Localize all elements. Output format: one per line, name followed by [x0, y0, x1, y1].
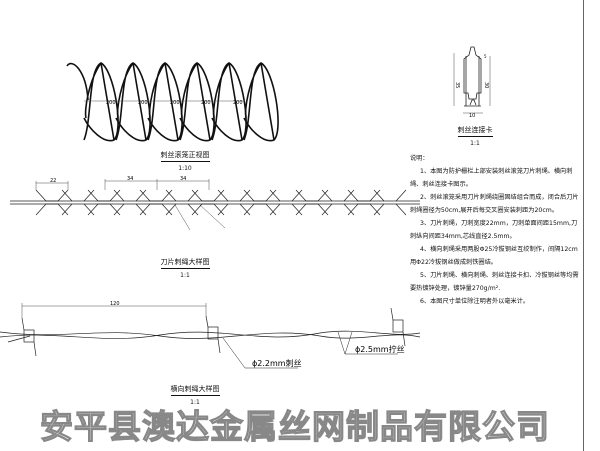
- coil-loop: [211, 62, 247, 142]
- barbed-wire-drawing: [0, 303, 421, 369]
- blade-barb: [217, 189, 251, 216]
- blade-barb: [295, 189, 329, 216]
- barbed-spacing-dim: 120: [110, 301, 120, 307]
- blade-barb: [373, 189, 407, 216]
- coil-tail: [66, 62, 89, 101]
- blade-barb: [269, 189, 303, 216]
- clip-top-dim: 5: [484, 54, 487, 59]
- coil-dim-text: 200: [138, 100, 148, 106]
- barbed-view-caption: 横向刺绳大样图 1:1: [155, 384, 235, 406]
- spiral-view-scale: 1:10: [178, 165, 192, 172]
- watermark: 安平县澳达金属丝网制品有限公司: [39, 407, 550, 446]
- clip-width-dim: 10: [469, 113, 475, 119]
- blade-barb: [113, 189, 147, 216]
- blade-barb: [243, 189, 277, 216]
- clip-drawing: [453, 46, 491, 114]
- blade-barb: [165, 189, 199, 216]
- spiral-view-title: 刺丝滚笼正视图: [160, 150, 210, 162]
- leader-line: [174, 204, 226, 231]
- coil-loop: [147, 62, 183, 142]
- notes-block: 说明： 1、本图为防护栅栏上部安装刺丝滚笼刀片刺绳、横向刺绳、刺丝连接卡图示。 …: [410, 152, 582, 308]
- blade-barb: [321, 189, 355, 216]
- blade-view-title: 刀片刺绳大样图: [160, 257, 210, 269]
- blade-tape-drawing: [10, 179, 420, 231]
- coil-dim-text: 200: [106, 100, 116, 106]
- blade-barb: [191, 189, 225, 216]
- dimension-line: [35, 181, 69, 190]
- clip-inner-dim: 30: [483, 82, 489, 88]
- strand-wire-label: ϕ2.5mm拧丝: [355, 344, 405, 354]
- note-item: 4、横向刺绳采用两股Φ25冷拔钢丝互绞制作，间隔12cm用Φ22冷拔钢丝做成刺铁…: [410, 246, 578, 266]
- notes-heading: 说明：: [410, 155, 429, 162]
- coil-loop: [115, 62, 151, 142]
- note-item: 1、本图为防护栅栏上部安装刺丝滚笼刀片刺绳、横向刺绳、刺丝连接卡图示。: [410, 168, 573, 188]
- blade-view-scale: 1:1: [180, 272, 190, 279]
- barbed-view-scale: 1:1: [190, 399, 200, 406]
- note-item: 5、刀片刺绳、横向刺绳、刺丝连接卡扣、冷拔钢丝等均需要热镀锌处理，镀锌量270g…: [410, 272, 579, 292]
- coil-loop: [179, 62, 215, 142]
- blade-width-dim: 22: [50, 178, 56, 184]
- barb-wire-label: ϕ2.2mm刺丝: [252, 358, 302, 368]
- frame-border: [583, 0, 584, 451]
- blade-spacing-dim: 34: [180, 176, 186, 182]
- blade-view-caption: 刀片刺绳大样图 1:1: [145, 257, 225, 279]
- coil-dim-text: 200: [201, 100, 211, 106]
- dimension-line: [104, 179, 210, 190]
- clip-view-title: 刺丝连接卡: [457, 125, 493, 137]
- note-item: 3、刀片刺绳，刀刺宽度22mm，刀刺单面间距15mm,刀刺纵向间距34mm,芯线…: [410, 220, 578, 240]
- note-item: 2、刺丝滚笼采用刀片刺绳绕圈固结组合而成，闭合后刀片刺绳圈径为50cm,展开后每…: [410, 194, 579, 214]
- coil-dim-text: 200: [170, 100, 180, 106]
- coil-loop: [243, 62, 279, 142]
- blade-barb: [139, 189, 173, 216]
- note-item: 6、本图尺寸单位除注明者外以毫米计。: [420, 298, 530, 305]
- clip-height-dim: 35: [454, 82, 460, 88]
- blade-barb: [35, 189, 69, 216]
- spiral-view-caption: 刺丝滚笼正视图 1:10: [145, 150, 225, 172]
- razor-coil-drawing: [66, 62, 279, 142]
- clip-view-scale: 1:1: [470, 140, 480, 147]
- coil-loop: [83, 62, 119, 142]
- coil-dim-text: 200: [233, 100, 243, 106]
- blade-barb: [87, 189, 121, 216]
- barbed-view-title: 横向刺绳大样图: [170, 384, 220, 396]
- blade-barb: [347, 189, 381, 216]
- clip-view-caption: 刺丝连接卡 1:1: [440, 125, 510, 147]
- blade-spacing-dim: 34: [127, 176, 133, 182]
- blade-barb: [61, 189, 95, 216]
